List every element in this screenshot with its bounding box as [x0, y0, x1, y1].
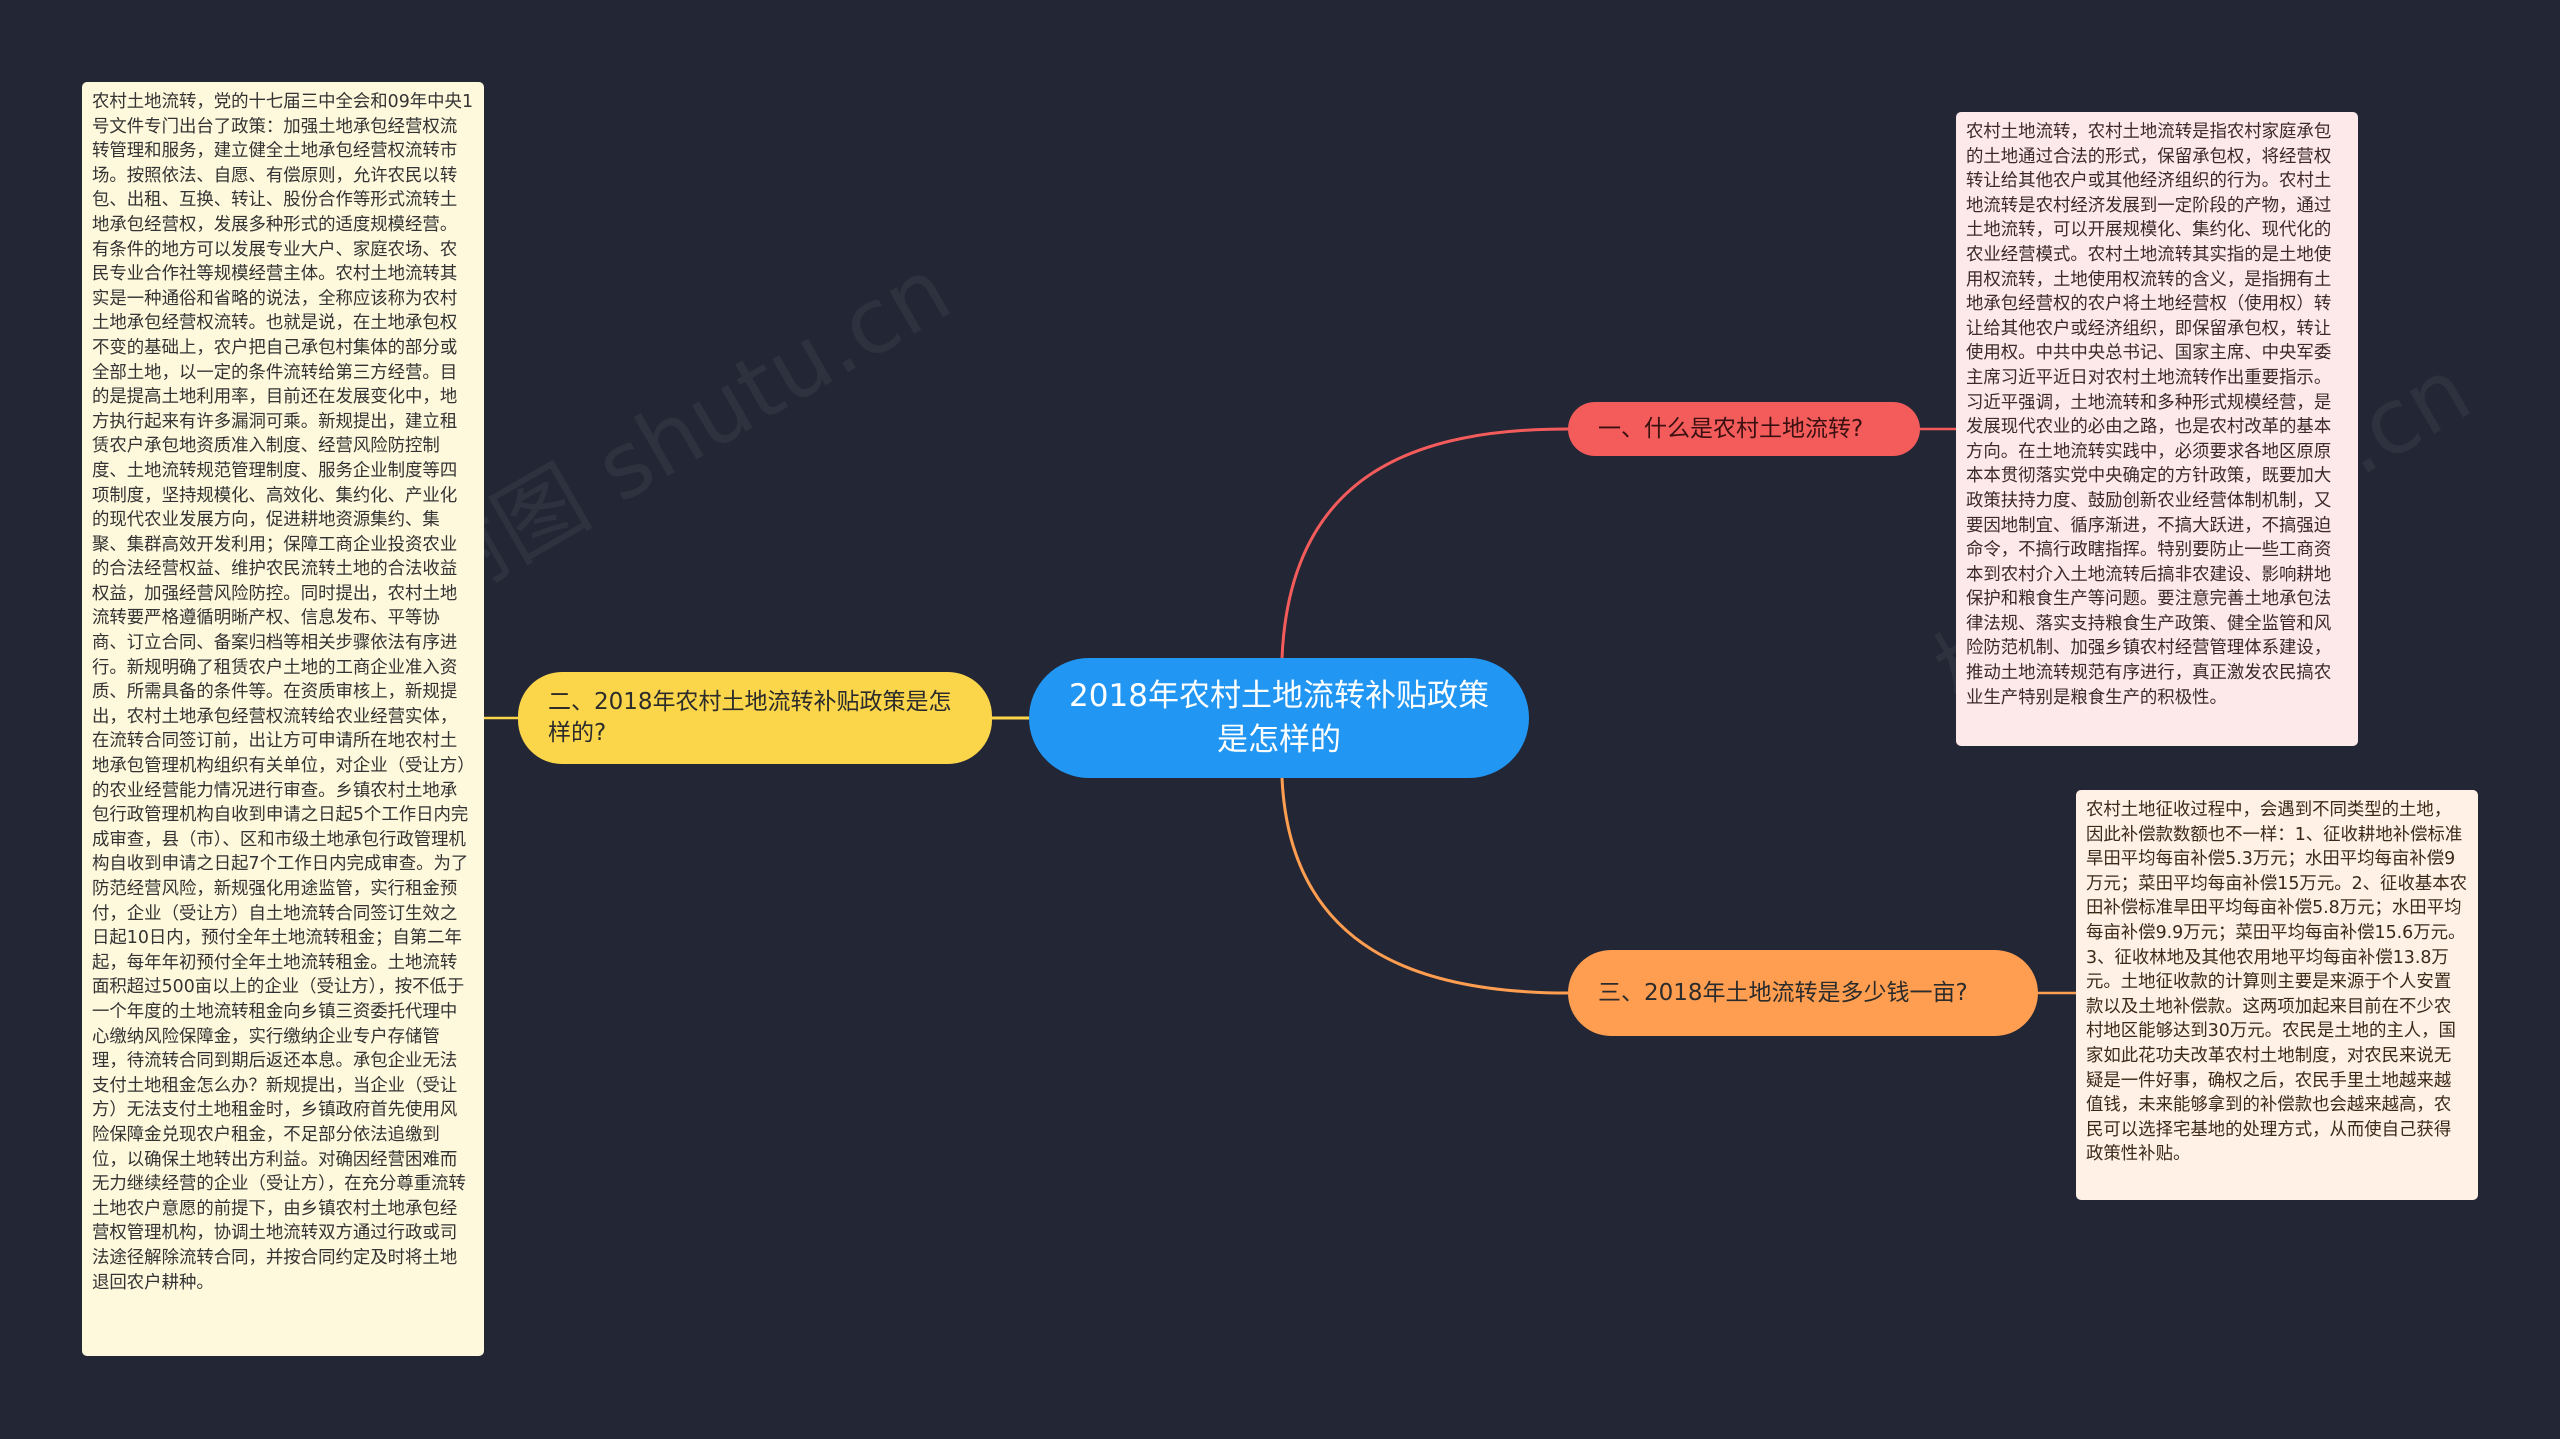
- branch-label: 三、2018年土地流转是多少钱一亩?: [1598, 979, 1968, 1006]
- branch-label: 一、什么是农村土地流转?: [1598, 415, 1864, 442]
- note-subsidy-policy: 农村土地流转，党的十七届三中全会和09年中央1号文件专门出台了政策：加强土地承包…: [82, 82, 484, 1356]
- connector-center-b3: [1280, 777, 1569, 995]
- branch-2018-subsidy-policy[interactable]: 二、2018年农村土地流转补贴政策是怎样的?: [518, 672, 992, 764]
- central-topic-label: 2018年农村土地流转补贴政策是怎样的: [1069, 678, 1489, 758]
- note-what-is-land-transfer: 农村土地流转，农村土地流转是指农村家庭承包的土地通过合法的形式，保留承包权，将经…: [1956, 112, 2358, 746]
- branch-price-per-mu[interactable]: 三、2018年土地流转是多少钱一亩?: [1568, 950, 2038, 1036]
- note-price-per-mu: 农村土地征收过程中，会遇到不同类型的土地，因此补偿款数额也不一样：1、征收耕地补…: [2076, 790, 2478, 1200]
- central-topic[interactable]: 2018年农村土地流转补贴政策是怎样的: [1029, 658, 1529, 778]
- branch-what-is-land-transfer[interactable]: 一、什么是农村土地流转?: [1568, 402, 1920, 456]
- branch-label: 二、2018年农村土地流转补贴政策是怎样的?: [548, 689, 952, 746]
- connector-center-b1: [1280, 427, 1569, 659]
